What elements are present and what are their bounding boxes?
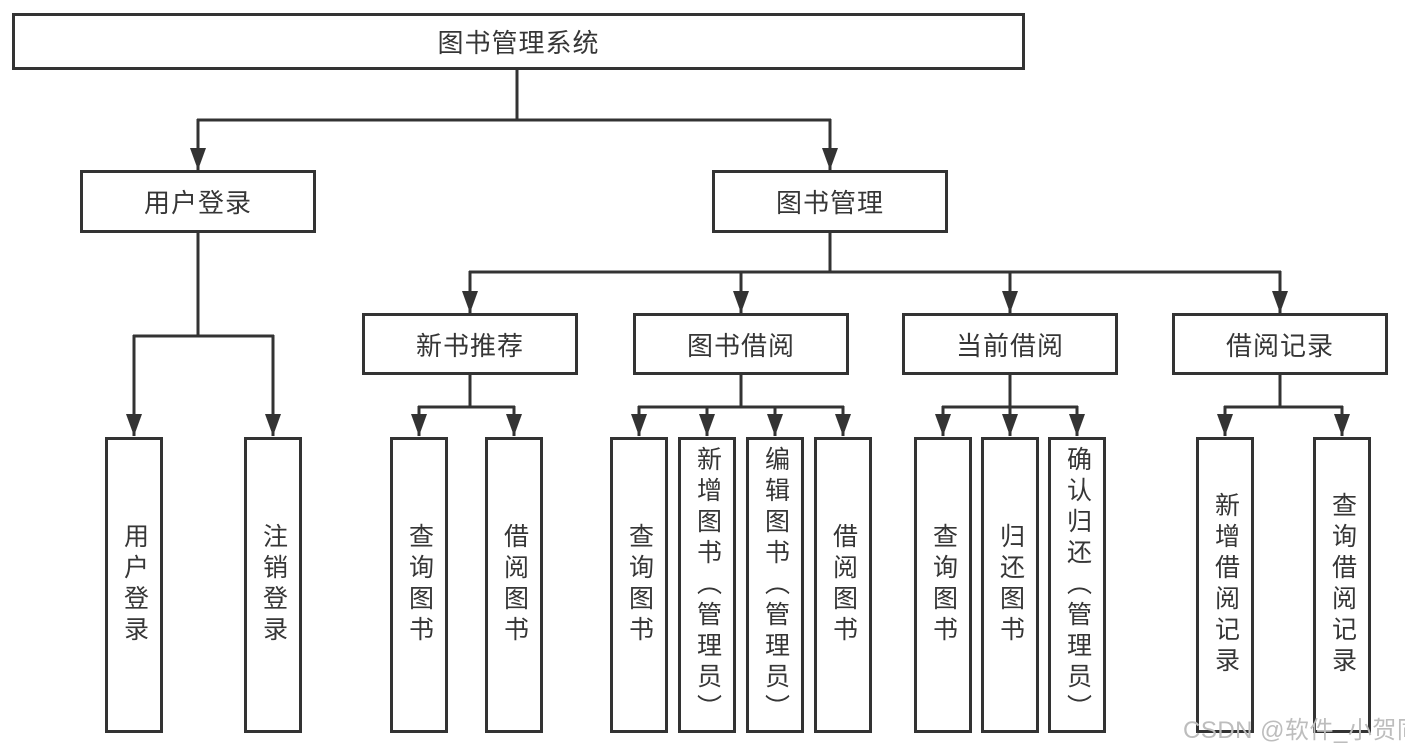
leaf-add-borrow-record-label: 新增借阅记录 — [1211, 492, 1240, 678]
leaf-edit-book-admin-label: 编辑图书（管理员） — [761, 445, 790, 725]
node-root: 图书管理系统 — [12, 13, 1025, 70]
node-book-management: 图书管理 — [712, 170, 948, 233]
leaf-add-book-admin: 新增图书（管理员） — [678, 437, 736, 733]
leaf-confirm-return-admin: 确认归还（管理员） — [1048, 437, 1106, 733]
node-book-borrow: 图书借阅 — [633, 313, 849, 375]
leaf-user-login-label: 用户登录 — [120, 523, 149, 647]
node-borrow-records-label: 借阅记录 — [1225, 330, 1334, 361]
leaf-borrow-books-recommend-label: 借阅图书 — [500, 523, 529, 647]
leaf-add-borrow-record: 新增借阅记录 — [1196, 437, 1254, 733]
node-user-login: 用户登录 — [80, 170, 316, 233]
node-current-borrow-label: 当前借阅 — [955, 330, 1064, 361]
leaf-query-books-current: 查询图书 — [914, 437, 972, 733]
leaf-edit-book-admin: 编辑图书（管理员） — [746, 437, 804, 733]
leaf-return-books: 归还图书 — [981, 437, 1039, 733]
leaf-borrow-books-label: 借阅图书 — [829, 523, 858, 647]
leaf-borrow-books: 借阅图书 — [814, 437, 872, 733]
leaf-user-login: 用户登录 — [105, 437, 163, 733]
node-new-book-recommend-label: 新书推荐 — [415, 330, 524, 361]
leaf-borrow-books-recommend: 借阅图书 — [485, 437, 543, 733]
node-root-label: 图书管理系统 — [437, 28, 600, 58]
node-new-book-recommend: 新书推荐 — [362, 313, 578, 375]
csdn-watermark: CSDN @软件_小贺同学 — [1183, 717, 1405, 744]
node-borrow-records: 借阅记录 — [1172, 313, 1388, 375]
leaf-query-books-borrow: 查询图书 — [610, 437, 668, 733]
leaf-query-books-recommend: 查询图书 — [390, 437, 448, 733]
leaf-query-borrow-record-label: 查询借阅记录 — [1328, 492, 1357, 678]
leaf-confirm-return-admin-label: 确认归还（管理员） — [1063, 445, 1092, 725]
node-book-borrow-label: 图书借阅 — [686, 330, 795, 361]
leaf-logout-label: 注销登录 — [259, 523, 288, 647]
leaf-query-books-borrow-label: 查询图书 — [625, 523, 654, 647]
leaf-query-books-current-label: 查询图书 — [929, 523, 958, 647]
leaf-add-book-admin-label: 新增图书（管理员） — [693, 445, 722, 725]
leaf-query-books-recommend-label: 查询图书 — [405, 523, 434, 647]
leaf-logout: 注销登录 — [244, 437, 302, 733]
leaf-return-books-label: 归还图书 — [996, 523, 1025, 647]
leaf-query-borrow-record: 查询借阅记录 — [1313, 437, 1371, 733]
node-user-login-label: 用户登录 — [143, 188, 252, 218]
node-current-borrow: 当前借阅 — [902, 313, 1118, 375]
node-book-management-label: 图书管理 — [775, 188, 884, 218]
